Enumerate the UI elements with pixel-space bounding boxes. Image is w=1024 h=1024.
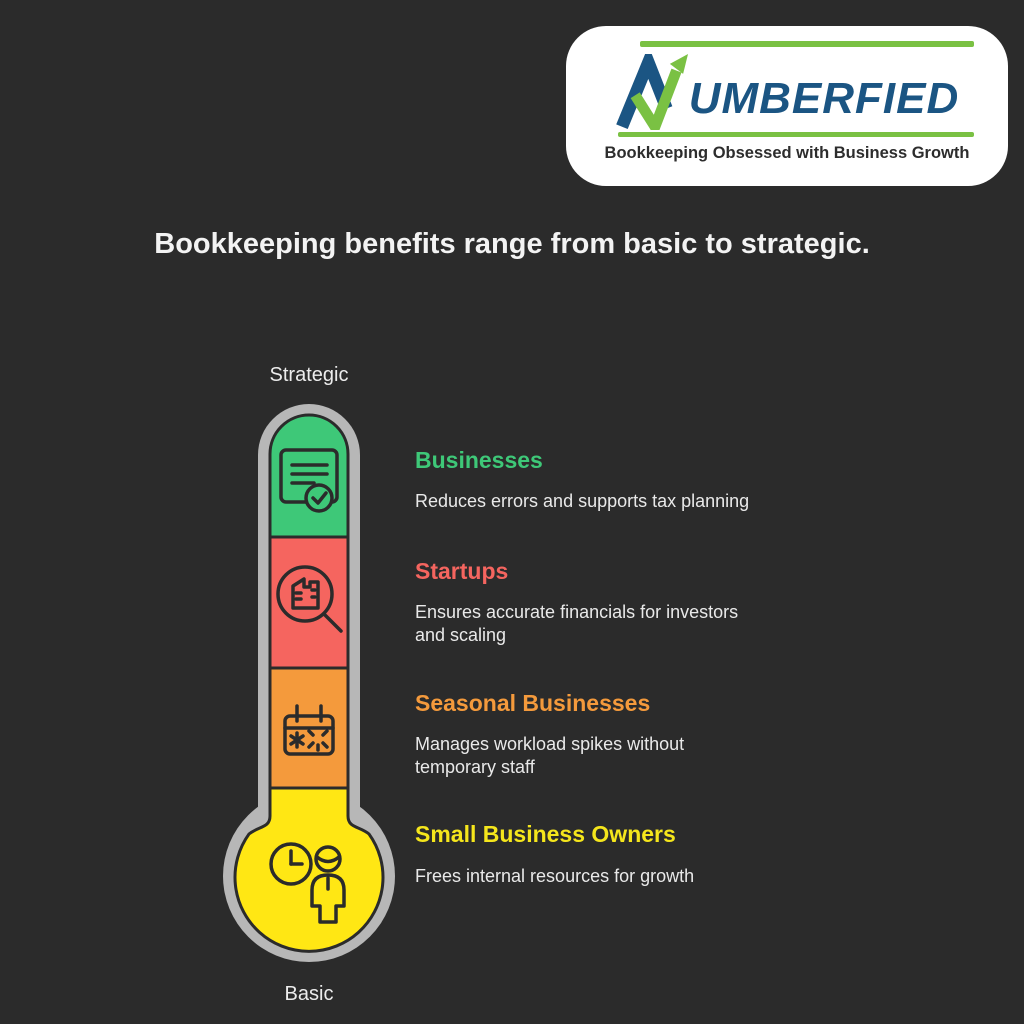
calendar-event-icon (283, 704, 335, 756)
logo-wordmark: UMBERFIED (688, 74, 960, 123)
item-desc-small-business-owners: Frees internal resources for growth (415, 866, 695, 886)
logo-row: UMBERFIED (566, 54, 1008, 130)
item-heading-small-business-owners: Small Business Owners (415, 821, 676, 847)
logo-tagline: Bookkeeping Obsessed with Business Growt… (604, 144, 970, 162)
logo-card: UMBERFIED Bookkeeping Obsessed with Busi… (566, 26, 1008, 186)
item-heading-seasonal-businesses: Seasonal Businesses (415, 690, 651, 716)
item-heading-startups: Startups (415, 558, 509, 584)
document-check-icon (279, 448, 339, 513)
item-desc-seasonal-businesses: Manages workload spikes without temporar… (415, 734, 685, 777)
clock-person-icon (269, 842, 346, 924)
magnifier-report-icon (276, 565, 343, 633)
thermometer-bottom-label: Basic (284, 983, 334, 1005)
item-desc-businesses: Reduces errors and supports tax planning (415, 491, 750, 511)
item-heading-businesses: Businesses (415, 447, 543, 473)
logo-accent-line-bottom (618, 132, 974, 137)
logo-accent-line-top (640, 41, 974, 47)
thermometer-graphic (223, 404, 395, 962)
page-title: Bookkeeping benefits range from basic to… (154, 228, 870, 260)
numberfied-n-arrow-icon (615, 54, 688, 130)
thermometer-top-label: Strategic (269, 364, 349, 386)
segment-startups (268, 535, 350, 670)
item-desc-startups: Ensures accurate financials for investor… (415, 602, 739, 645)
